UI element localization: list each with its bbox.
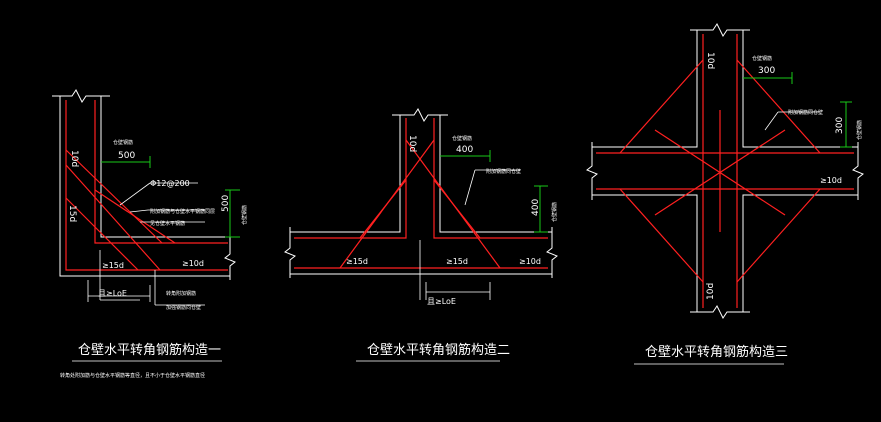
detail1-dims (101, 156, 240, 238)
detail2-anchor-1: ≥15d (346, 257, 368, 266)
detail1-dim-500-side: 500 (221, 195, 231, 212)
detail1-wall-outline (52, 89, 236, 280)
detail3-label-10d-top: 10d (705, 52, 715, 69)
detail2-rebar (294, 118, 548, 269)
detail2-dim-400-side: 400 (531, 199, 541, 216)
detail2-dim-400: 400 (456, 145, 473, 155)
detail2-lae: 且≥LoE (427, 297, 456, 306)
detail3-rebar (596, 34, 854, 308)
detail3-anchor-1: ≥10d (820, 176, 842, 185)
detail1-note-e: 转角附加钢筋 (166, 290, 196, 297)
detail1-rebar (65, 100, 228, 271)
detail1-leaders (99, 182, 205, 306)
detail1-label-10d: 10d (69, 150, 79, 167)
detail3-dim-300: 300 (758, 66, 775, 76)
detail2-vert-label: 仓壁钢筋 (452, 135, 472, 142)
detail2-leaders (419, 169, 520, 300)
detail1-title: 仓壁水平转角钢筋构造一 (78, 342, 221, 358)
detail1-subnote: 转角处附加筋与仓壁水平钢筋等直径，且不小于仓壁水平钢筋直径 (60, 372, 205, 379)
detail1-note-c: 见仓壁水平钢筋 (150, 220, 185, 227)
detail3-note-a: 附加钢筋同仓壁 (788, 109, 823, 116)
detail2-title: 仓壁水平转角钢筋构造二 (367, 342, 510, 358)
detail2-dims (440, 150, 548, 233)
detail2-label-10d: 10d (407, 135, 417, 152)
detail3-label-10d-bottom: 10d (706, 283, 716, 300)
detail1-side-label: 仓壁钢筋 (241, 205, 248, 225)
detail-3: 10d 10d 仓壁钢筋 300 附加钢筋同仓壁 300 仓壁钢筋 ≥10d 仓… (586, 23, 864, 365)
detail2-side-label: 仓壁钢筋 (551, 202, 558, 222)
detail-2: 10d 仓壁钢筋 400 附加钢筋同仓壁 400 仓壁钢筋 ≥15d ≥15d … (284, 108, 558, 362)
detail3-title: 仓壁水平转角钢筋构造三 (645, 344, 788, 360)
detail2-wall-outline (284, 108, 558, 278)
detail1-label-15d: 15d (67, 205, 77, 222)
detail3-vert-label: 仓壁钢筋 (752, 55, 772, 62)
detail2-anchor-3: ≥10d (519, 257, 541, 266)
detail3-wall-outline (586, 23, 864, 319)
detail1-rebar-top: Φ12@200 (150, 179, 190, 188)
detail2-anchor-2: ≥15d (446, 257, 468, 266)
detail-1: 10d 15d 仓壁钢筋 500 Φ12@200 附加钢筋与仓壁水平钢筋同层 见… (52, 89, 248, 379)
detail2-note-a: 附加钢筋同仓壁 (486, 168, 521, 175)
detail1-note-b: 附加钢筋与仓壁水平钢筋同层 (150, 208, 215, 215)
detail1-anchor-2: ≥10d (182, 259, 204, 268)
detail1-lae: 且≥LoE (98, 289, 127, 298)
detail1-lae-dim (87, 280, 151, 302)
detail1-vert-label: 仓壁钢筋 (113, 139, 133, 146)
detail3-leaders (764, 111, 820, 131)
detail1-dim-500: 500 (118, 151, 135, 161)
detail3-dims (743, 72, 852, 148)
detail1-anchor-1: ≥15d (102, 261, 124, 270)
detail1-note-f: 加强钢筋同仓壁 (166, 304, 201, 311)
detail3-side-label: 仓壁钢筋 (856, 120, 863, 140)
detail3-dim-300-side: 300 (835, 117, 845, 134)
